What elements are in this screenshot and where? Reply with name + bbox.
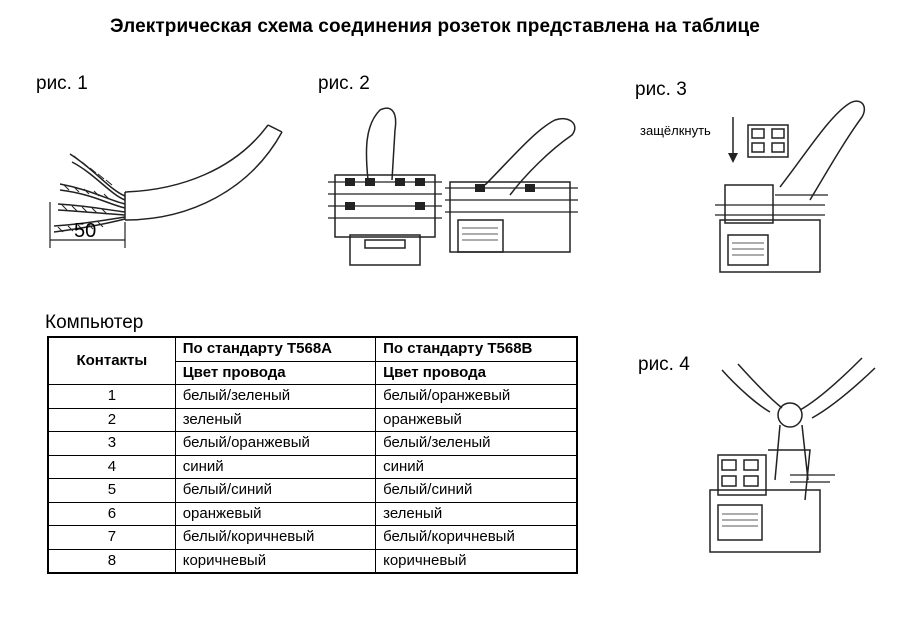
table-header-row: Контакты По стандарту T568A По стандарту… [47, 336, 578, 385]
table-row: 4 синий синий [47, 454, 578, 479]
dimension-label: 50 [74, 220, 96, 242]
t568b-color: белый/коричневый [375, 525, 578, 550]
figure-2: рис. 2 [310, 70, 590, 270]
table-row: 8 коричневый коричневый [47, 548, 578, 574]
figure-4-label: рис. 4 [638, 354, 690, 375]
jack-wiring-illustration [328, 107, 578, 266]
contact-number: 7 [47, 525, 176, 550]
figure-3: рис. 3 защёлкнуть [630, 75, 890, 275]
t568b-color: синий [375, 454, 578, 479]
contact-number: 4 [47, 454, 176, 479]
table-row: 6 оранжевый зеленый [47, 501, 578, 526]
t568b-subheader: Цвет провода [375, 360, 578, 385]
t568a-color: коричневый [174, 548, 377, 574]
contacts-header: Контакты [47, 336, 176, 385]
t568b-color: зеленый [375, 501, 578, 526]
snap-annotation: защёлкнуть [640, 123, 711, 138]
table-subheader-row: Цвет провода Цвет провода [48, 360, 578, 385]
table-row: 2 зеленый оранжевый [47, 407, 578, 432]
t568b-color: белый/синий [375, 478, 578, 503]
t568b-color: коричневый [375, 548, 578, 574]
t568a-color: оранжевый [174, 501, 377, 526]
table-row: 1 белый/зеленый белый/оранжевый [47, 384, 578, 409]
t568b-color: белый/оранжевый [375, 384, 578, 409]
contact-number: 1 [47, 384, 176, 409]
table-row: 3 белый/оранжевый белый/зеленый [47, 431, 578, 456]
t568a-subheader: Цвет провода [174, 360, 377, 385]
t568b-color: белый/зеленый [375, 431, 578, 456]
t568a-color: зеленый [174, 407, 377, 432]
figure-1-label: рис. 1 [36, 73, 88, 94]
contact-number: 6 [47, 501, 176, 526]
t568a-color: белый/синий [174, 478, 377, 503]
contact-number: 5 [47, 478, 176, 503]
section-label-computer: Компьютер [45, 312, 144, 333]
t568a-color: белый/зеленый [174, 384, 377, 409]
t568a-color: белый/оранжевый [174, 431, 377, 456]
figure-2-label: рис. 2 [318, 73, 370, 94]
contact-number: 3 [47, 431, 176, 456]
figure-3-label: рис. 3 [635, 79, 687, 100]
snap-cap-illustration [715, 100, 866, 273]
contact-number: 8 [47, 548, 176, 574]
stripped-cable-illustration: 50 [49, 124, 283, 248]
page-title: Электрическая схема соединения розеток п… [110, 16, 760, 37]
table-row: 5 белый/синий белый/синий [47, 478, 578, 503]
t568b-color: оранжевый [375, 407, 578, 432]
cutting-tool-illustration [709, 357, 876, 553]
t568b-header: По стандарту T568B [375, 336, 578, 362]
figure-1: рис. 1 50 [30, 70, 290, 260]
t568a-color: синий [174, 454, 377, 479]
table-row: 7 белый/коричневый белый/коричневый [47, 525, 578, 550]
figure-4: рис. 4 [630, 350, 890, 560]
wiring-table: Контакты По стандарту T568A По стандарту… [47, 336, 578, 574]
contact-number: 2 [47, 407, 176, 432]
t568a-color: белый/коричневый [174, 525, 377, 550]
t568a-header: По стандарту T568A [174, 336, 377, 362]
